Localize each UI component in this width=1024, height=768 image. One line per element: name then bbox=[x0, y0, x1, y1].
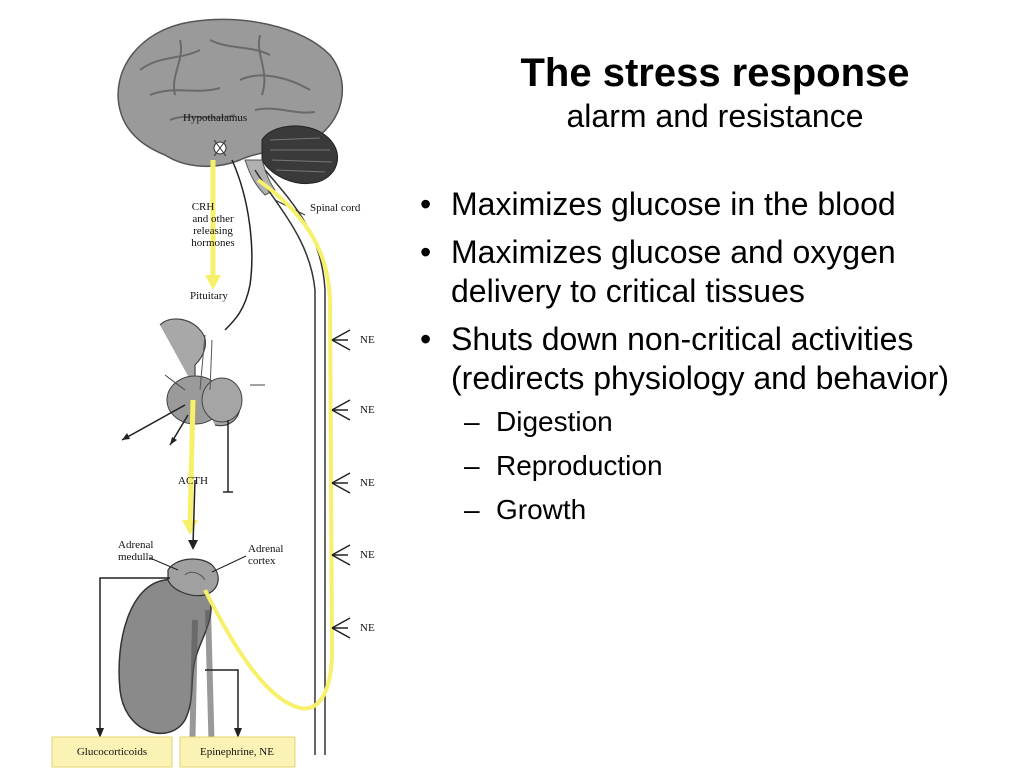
ne-label-4: NE bbox=[360, 549, 375, 561]
ne-label-3: NE bbox=[360, 477, 375, 489]
ne-label-2: NE bbox=[360, 404, 375, 416]
arrowhead bbox=[122, 433, 130, 440]
adrenal-cortex-label-line2: cortex bbox=[248, 555, 276, 567]
ne-label-1: NE bbox=[360, 334, 375, 346]
sympathetic-pathway-line bbox=[203, 178, 335, 711]
medulla-leader-line bbox=[149, 557, 179, 571]
acth-label: ACTH bbox=[178, 475, 208, 487]
hypothalamus-pituitary-line bbox=[224, 159, 253, 331]
spinal-cord-illustration bbox=[254, 169, 326, 755]
crh-label-line3: releasing bbox=[193, 225, 233, 237]
crh-label-line2: and other bbox=[192, 213, 234, 225]
acth-pathway-arrow bbox=[187, 399, 196, 526]
slide-title-block: The stress response alarm and resistance bbox=[420, 50, 1010, 136]
arrowhead bbox=[170, 437, 177, 445]
epinephrine-label: Epinephrine, NE bbox=[200, 746, 274, 758]
ne-nerve-endings bbox=[331, 329, 351, 639]
glucocorticoids-box bbox=[51, 736, 173, 768]
pituitary-illustration bbox=[159, 318, 265, 427]
adrenal-cortex-label-line1: Adrenal bbox=[248, 543, 283, 555]
bullet-item: Maximizes glucose in the blood bbox=[410, 185, 1010, 224]
hypothalamus-label: Hypothalamus bbox=[183, 112, 247, 124]
spinal-cord-label: Spinal cord bbox=[310, 202, 361, 214]
acth-black-arrow bbox=[192, 479, 196, 546]
slide-subtitle: alarm and resistance bbox=[566, 98, 864, 134]
ne-label-5: NE bbox=[360, 622, 375, 634]
cortex-leader-line bbox=[211, 555, 247, 573]
pituitary-label: Pituitary bbox=[190, 290, 228, 302]
brain-illustration bbox=[117, 18, 344, 196]
sub-bullet-item: Reproduction bbox=[410, 449, 1010, 483]
adrenal-medulla-label-line1: Adrenal bbox=[118, 539, 153, 551]
bullet-item: Shuts down non-critical activities (redi… bbox=[410, 320, 1010, 398]
glucocorticoids-label: Glucocorticoids bbox=[77, 746, 147, 758]
sub-bullet-item: Digestion bbox=[410, 405, 1010, 439]
epinephrine-box bbox=[179, 736, 296, 768]
crh-label-line1: CRH bbox=[192, 201, 215, 213]
adrenal-medulla-label-line2: medulla bbox=[118, 551, 154, 563]
sub-bullet-item: Growth bbox=[410, 493, 1010, 527]
bullet-list: Maximizes glucose in the blood Maximizes… bbox=[410, 185, 1010, 537]
kidney-adrenal-illustration bbox=[118, 558, 219, 761]
stress-pathway-diagram: Hypothalamus CRH and other releasing hor… bbox=[51, 18, 375, 768]
pituitary-output-arrow-left bbox=[121, 404, 186, 441]
glucocorticoid-output-line bbox=[99, 577, 170, 735]
crh-label-line4: hormones bbox=[191, 237, 234, 249]
bullet-item: Maximizes glucose and oxygen delivery to… bbox=[410, 233, 1010, 311]
sub-bullet-list: Digestion Reproduction Growth bbox=[410, 405, 1010, 527]
epinephrine-output-line bbox=[205, 669, 239, 735]
slide-title: The stress response bbox=[520, 51, 910, 95]
